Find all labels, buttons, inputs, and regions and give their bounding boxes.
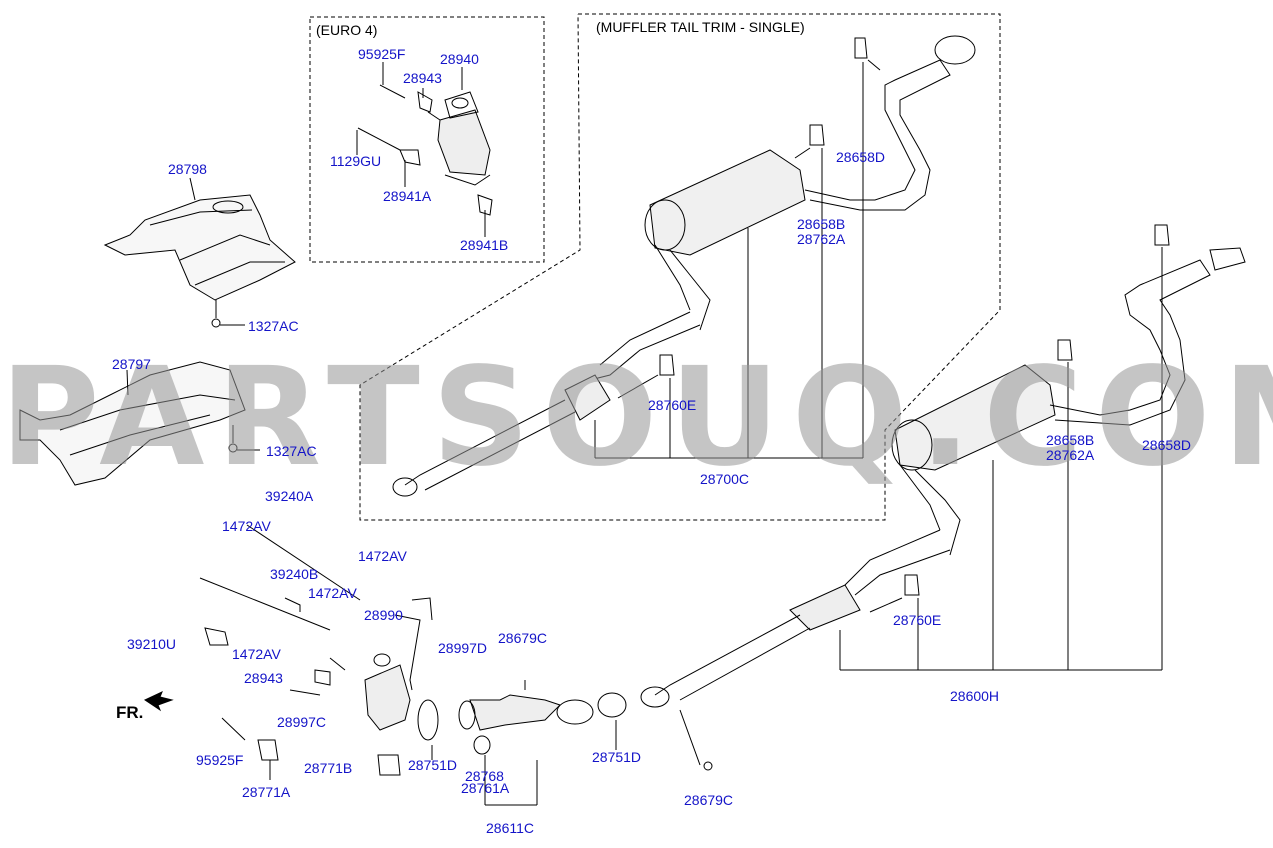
part-label-28762A-2[interactable]: 28762A — [1046, 447, 1095, 463]
upper-muffler-assembly — [392, 35, 976, 497]
part-label-28658D[interactable]: 28658D — [836, 149, 886, 165]
part-label-28760E-2[interactable]: 28760E — [893, 612, 942, 628]
part-label-1472AV-3[interactable]: 1472AV — [308, 585, 357, 601]
euro4-section-title: (EURO 4) — [316, 22, 378, 38]
part-label-28997D[interactable]: 28997D — [438, 640, 488, 656]
part-label-28797[interactable]: 28797 — [112, 356, 151, 372]
part-label-28943-2[interactable]: 28943 — [244, 670, 283, 686]
part-label-95925F-2[interactable]: 95925F — [196, 752, 244, 768]
part-label-28798[interactable]: 28798 — [168, 161, 207, 177]
part-label-28761A[interactable]: 28761A — [461, 780, 510, 796]
part-label-28600H[interactable]: 28600H — [950, 688, 1000, 704]
part-label-28751D-2[interactable]: 28751D — [592, 749, 642, 765]
part-label-1327AC-2[interactable]: 1327AC — [266, 443, 317, 459]
lower-muffler-assembly — [640, 224, 1246, 708]
part-label-1129GU[interactable]: 1129GU — [330, 153, 382, 169]
part-label-28762A[interactable]: 28762A — [797, 231, 846, 247]
part-label-28751D[interactable]: 28751D — [408, 757, 458, 773]
part-label-28940[interactable]: 28940 — [440, 51, 479, 67]
part-label-28768[interactable]: 28768 — [465, 768, 504, 784]
part-label-28658B-2[interactable]: 28658B — [1046, 432, 1095, 448]
part-label-28679C-2[interactable]: 28679C — [684, 792, 734, 808]
muffler-tail-box — [359, 13, 1001, 521]
front-arrow-shape — [143, 691, 174, 712]
front-pipe-assembly — [417, 680, 713, 771]
muffler-tail-section-title: (MUFFLER TAIL TRIM - SINGLE) — [596, 19, 805, 35]
part-label-28941A[interactable]: 28941A — [383, 188, 432, 204]
front-indicator: FR. — [116, 703, 144, 722]
part-label-39210U[interactable]: 39210U — [127, 636, 177, 652]
euro4-box — [309, 16, 545, 263]
lower-catalytic-converter — [199, 524, 433, 776]
watermark: PARTSOUQ.COM — [0, 339, 1273, 497]
part-label-39240B[interactable]: 39240B — [270, 566, 319, 582]
part-label-95925F[interactable]: 95925F — [358, 46, 406, 62]
part-label-1327AC[interactable]: 1327AC — [248, 318, 299, 334]
leader-lines — [126, 62, 1163, 806]
part-label-28700C[interactable]: 28700C — [700, 471, 750, 487]
part-label-28611C[interactable]: 28611C — [486, 820, 535, 836]
part-label-28760E[interactable]: 28760E — [648, 397, 697, 413]
part-label-1472AV-4[interactable]: 1472AV — [232, 646, 281, 662]
heat-shield-28798 — [103, 194, 296, 328]
euro4-catalytic-converter — [357, 84, 493, 216]
part-label-1472AV-2[interactable]: 1472AV — [358, 548, 407, 564]
part-label-28943[interactable]: 28943 — [403, 70, 442, 86]
part-label-1472AV[interactable]: 1472AV — [222, 518, 271, 534]
heat-shield-28797 — [19, 361, 246, 486]
part-label-28771A[interactable]: 28771A — [242, 784, 291, 800]
part-label-39240A[interactable]: 39240A — [265, 488, 314, 504]
part-label-28941B[interactable]: 28941B — [460, 237, 509, 253]
part-label-28658D-2[interactable]: 28658D — [1142, 437, 1192, 453]
part-label-28771B[interactable]: 28771B — [304, 760, 353, 776]
part-label-28679C[interactable]: 28679C — [498, 630, 548, 646]
part-label-28658B[interactable]: 28658B — [797, 216, 846, 232]
part-label-28990[interactable]: 28990 — [364, 607, 403, 623]
part-label-28997C[interactable]: 28997C — [277, 714, 327, 730]
